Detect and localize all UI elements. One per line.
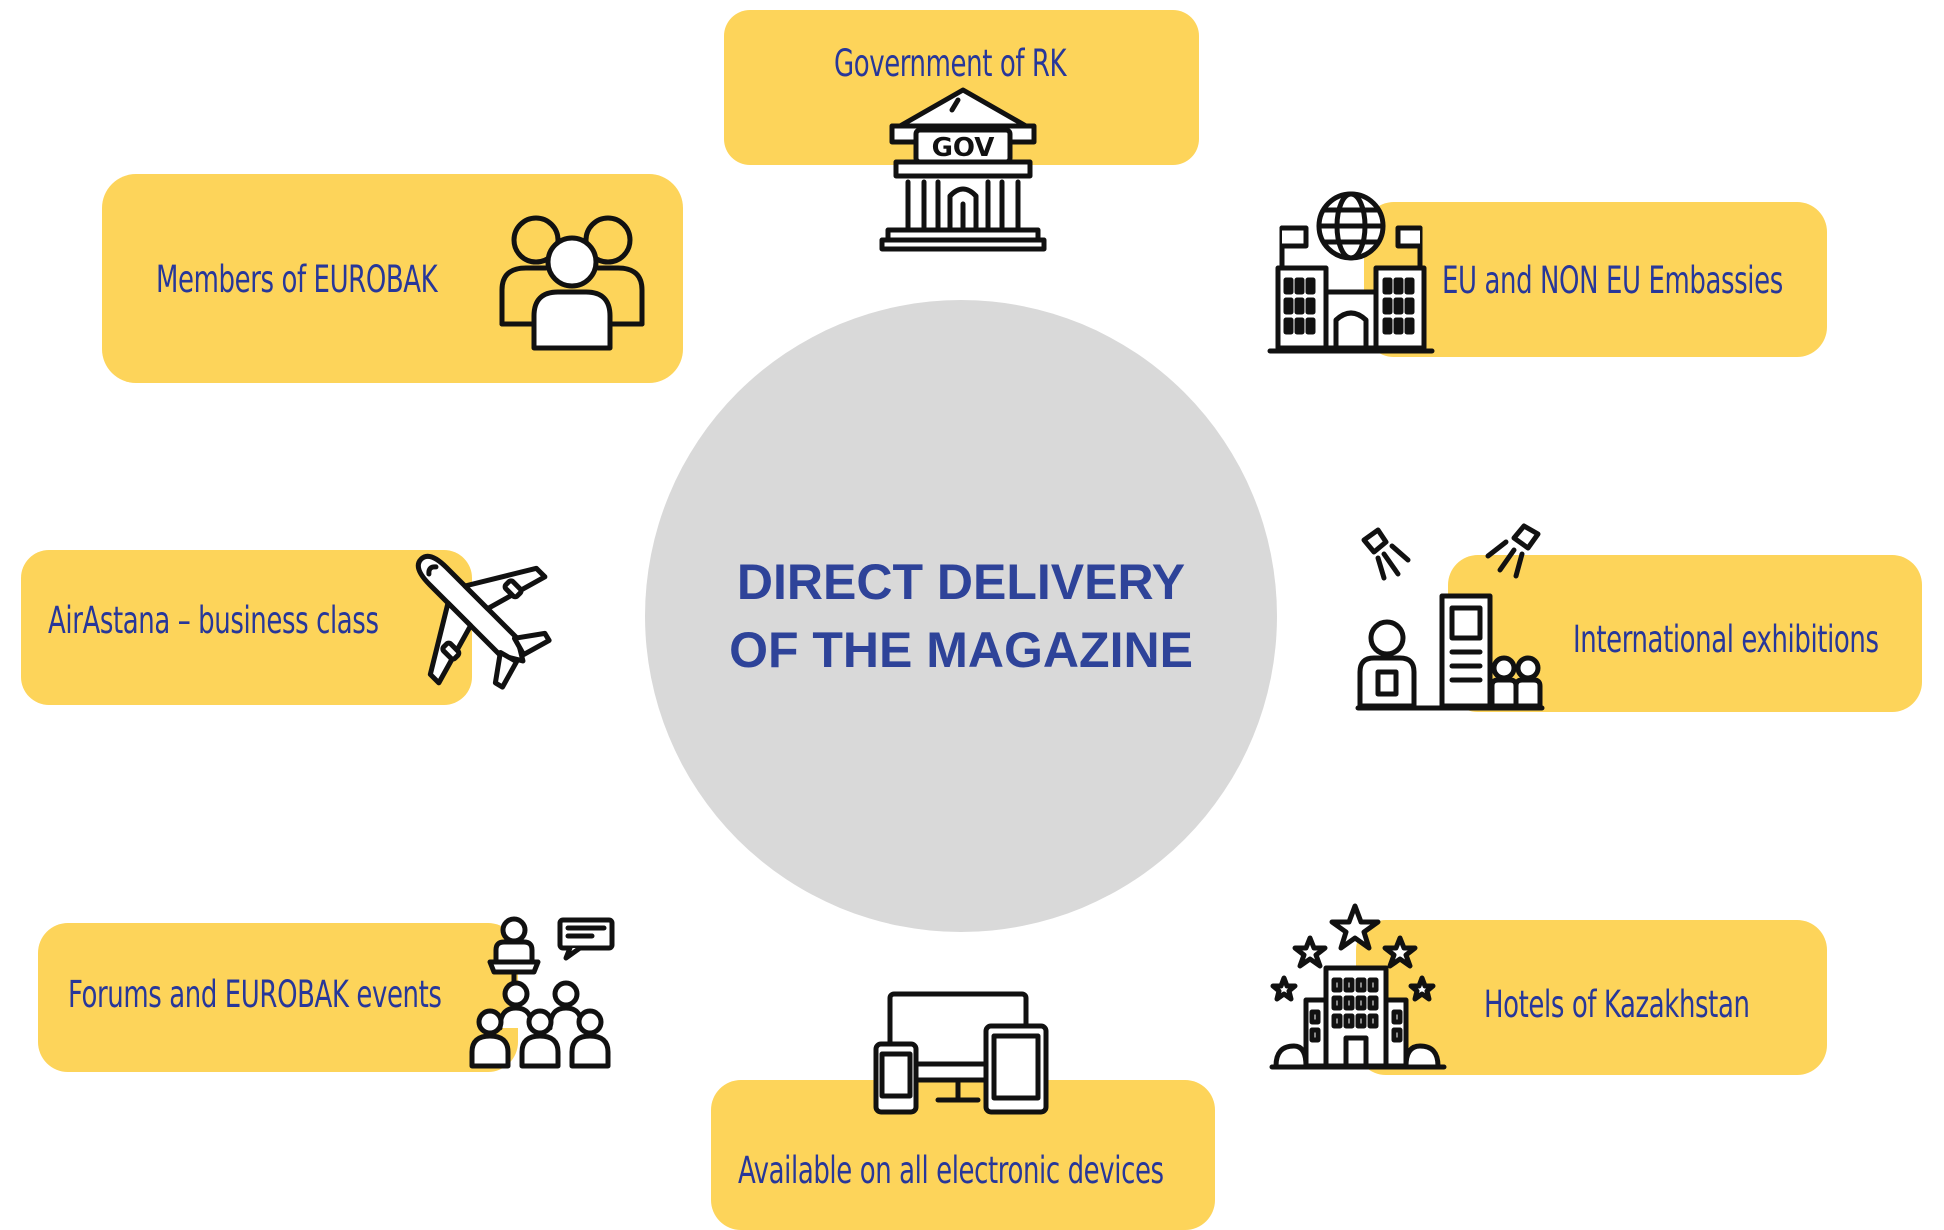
hotel-stars-icon <box>1269 903 1447 1070</box>
node-embassies-label: EU and NON EU Embassies <box>1442 259 1783 302</box>
government-building-icon: GOV <box>879 87 1047 252</box>
center-title-line1: DIRECT DELIVERY <box>736 554 1186 610</box>
center-title-line2: OF THE MAGAZINE <box>729 622 1193 678</box>
exhibition-stand-icon <box>1355 523 1545 711</box>
people-group-icon <box>499 215 645 351</box>
center-circle <box>645 300 1277 932</box>
node-hotels-label: Hotels of Kazakhstan <box>1484 983 1750 1026</box>
center-title: DIRECT DELIVERY OF THE MAGAZINE <box>645 548 1277 684</box>
embassy-globe-icon <box>1267 191 1435 354</box>
node-members-label: Members of EUROBAK <box>156 258 438 301</box>
node-exhibitions-label: International exhibitions <box>1573 618 1879 661</box>
node-government-label: Government of RK <box>834 42 1067 85</box>
airplane-icon <box>415 553 552 690</box>
government-icon-text: GOV <box>932 133 995 163</box>
node-airline-label: AirAstana – business class <box>48 599 379 642</box>
devices-icon <box>873 991 1049 1115</box>
node-forums-label: Forums and EUROBAK events <box>68 973 442 1016</box>
node-forums-pill <box>38 923 518 1072</box>
node-airline-pill <box>21 550 472 705</box>
node-embassies-pill <box>1364 202 1827 357</box>
conference-audience-icon <box>469 916 615 1069</box>
node-devices-label: Available on all electronic devices <box>738 1149 1164 1192</box>
node-devices-pill <box>711 1080 1215 1230</box>
